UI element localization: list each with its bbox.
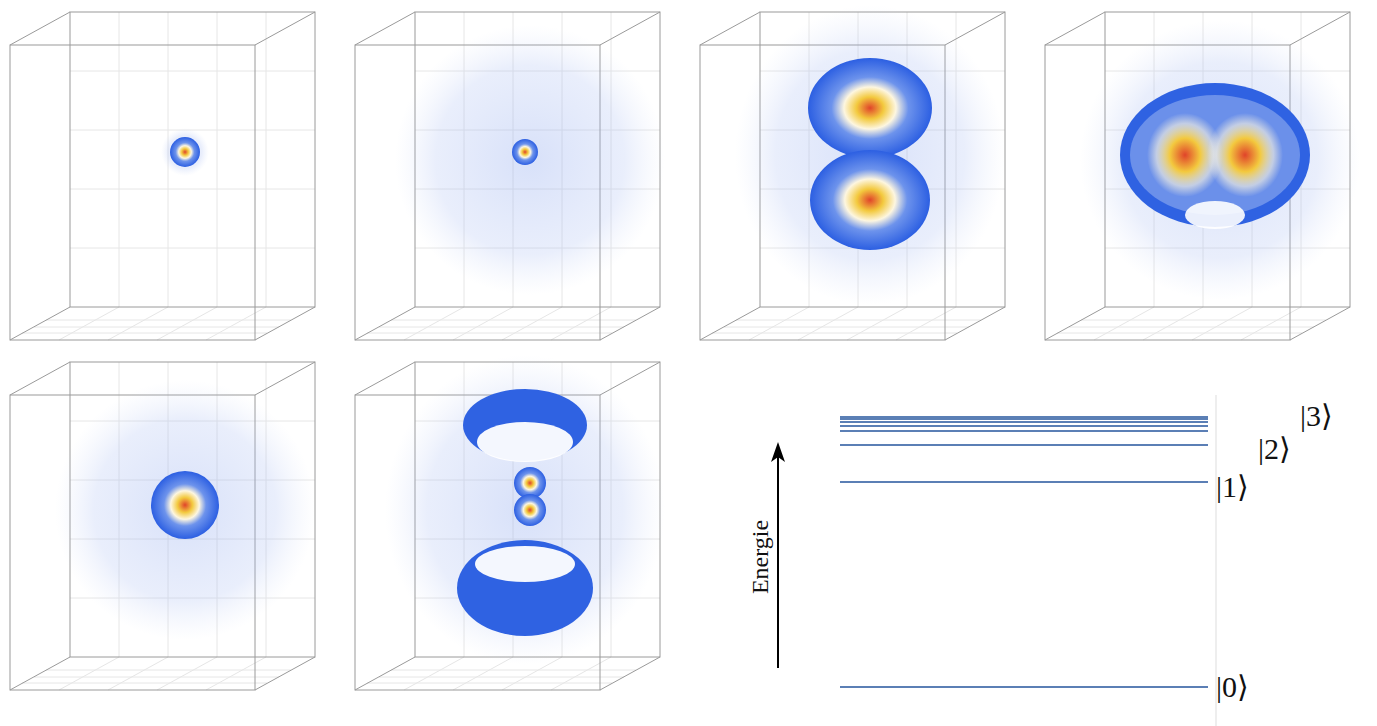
state-label: |1⟩ [1216, 472, 1249, 502]
state-label: |2⟩ [1258, 434, 1291, 464]
axis-label: Energie [748, 520, 772, 594]
state-label: |0⟩ [1216, 672, 1249, 702]
state-label: |3⟩ [1300, 401, 1333, 431]
